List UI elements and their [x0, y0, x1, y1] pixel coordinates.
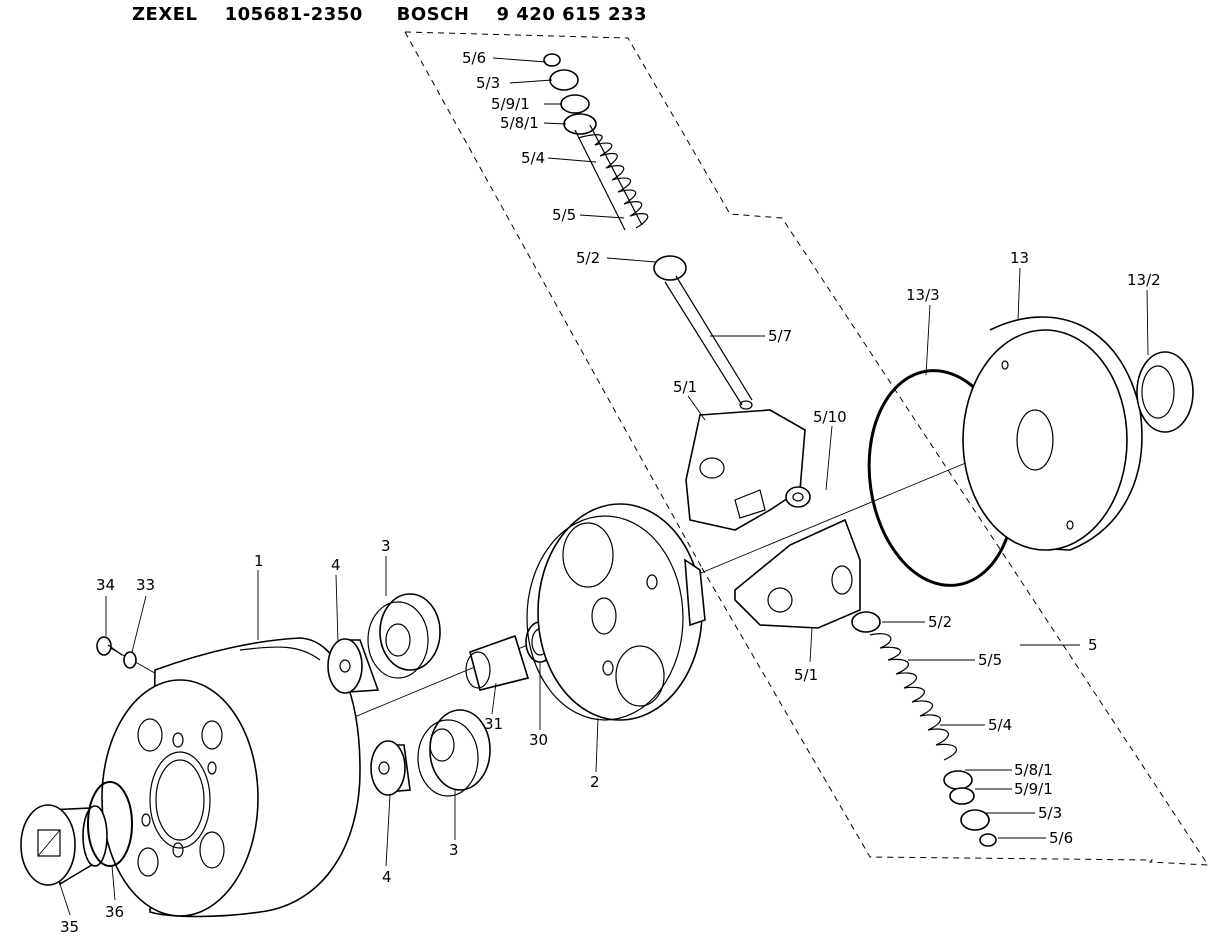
brand-zexel: ZEXEL [132, 4, 198, 25]
label-13-2: 13/2 [1127, 271, 1161, 289]
label-5-9-1-lower: 5/9/1 [1014, 780, 1053, 798]
brand-bosch: BOSCH [396, 4, 470, 25]
label-5-1-upper: 5/1 [673, 378, 697, 396]
label-5-6-lower: 5/6 [1049, 829, 1073, 847]
bosch-part-number: 9 420 615 233 [496, 4, 648, 25]
label-3-upper: 3 [381, 537, 391, 555]
label-5-5-lower: 5/5 [978, 651, 1002, 669]
drawing-header: ZEXEL 105681-2350 BOSCH 9 420 615 233 [132, 4, 647, 25]
spring-assembly-upper [543, 53, 753, 410]
label-5-10: 5/10 [813, 408, 847, 426]
label-4-upper: 4 [331, 556, 341, 574]
label-33: 33 [136, 576, 155, 594]
leader-lines [59, 57, 1149, 916]
label-34: 34 [96, 576, 115, 594]
label-3-lower: 3 [449, 841, 459, 859]
label-5: 5 [1088, 636, 1098, 654]
shoe-5-1-upper [685, 409, 806, 531]
label-4-lower: 4 [382, 868, 392, 886]
assembly-5-boundary-left [404, 31, 703, 569]
bolt-34 [96, 636, 123, 656]
spacer-4-upper [327, 638, 380, 694]
insert-5-10 [785, 486, 811, 508]
label-13: 13 [1010, 249, 1029, 267]
label-5-2-lower: 5/2 [928, 613, 952, 631]
shoe-5-1-lower [734, 518, 861, 629]
label-5-8-1-lower: 5/8/1 [1014, 761, 1053, 779]
label-2: 2 [590, 773, 600, 791]
spacer-4-lower [370, 740, 411, 796]
label-5-5-upper: 5/5 [552, 206, 576, 224]
callout-labels: 1 2 3 3 4 4 5 5/1 5/1 5/2 5/2 5/3 5/3 5/… [60, 49, 1161, 936]
roller-3-upper [367, 593, 441, 679]
cam-plate-2 [526, 503, 706, 721]
label-31: 31 [484, 715, 503, 733]
nut-31 [465, 634, 530, 691]
label-30: 30 [529, 731, 548, 749]
washer-33 [123, 651, 137, 669]
label-36: 36 [105, 903, 124, 921]
housing-1 [101, 637, 361, 918]
label-5-8-1-upper: 5/8/1 [500, 114, 539, 132]
label-35: 35 [60, 918, 79, 936]
zexel-part-number: 105681-2350 [224, 4, 363, 25]
label-1: 1 [254, 552, 264, 570]
label-5-9-1-upper: 5/9/1 [491, 95, 530, 113]
o-ring-36 [87, 781, 133, 867]
shaft-seal-13-2 [1136, 351, 1194, 433]
label-5-4-lower: 5/4 [988, 716, 1012, 734]
label-5-2-upper: 5/2 [576, 249, 600, 267]
label-5-3-lower: 5/3 [1038, 804, 1062, 822]
label-5-1-lower: 5/1 [794, 666, 818, 684]
spring-assembly-lower [851, 611, 997, 847]
assembly-5-boundary [404, 31, 1209, 866]
label-5-3-upper: 5/3 [476, 74, 500, 92]
label-5-7: 5/7 [768, 327, 792, 345]
plug-35 [20, 804, 108, 886]
label-13-3: 13/3 [906, 286, 940, 304]
cover-13 [962, 316, 1143, 551]
label-5-4-upper: 5/4 [521, 149, 545, 167]
roller-3-lower [417, 709, 491, 797]
label-5-6-upper: 5/6 [462, 49, 486, 67]
